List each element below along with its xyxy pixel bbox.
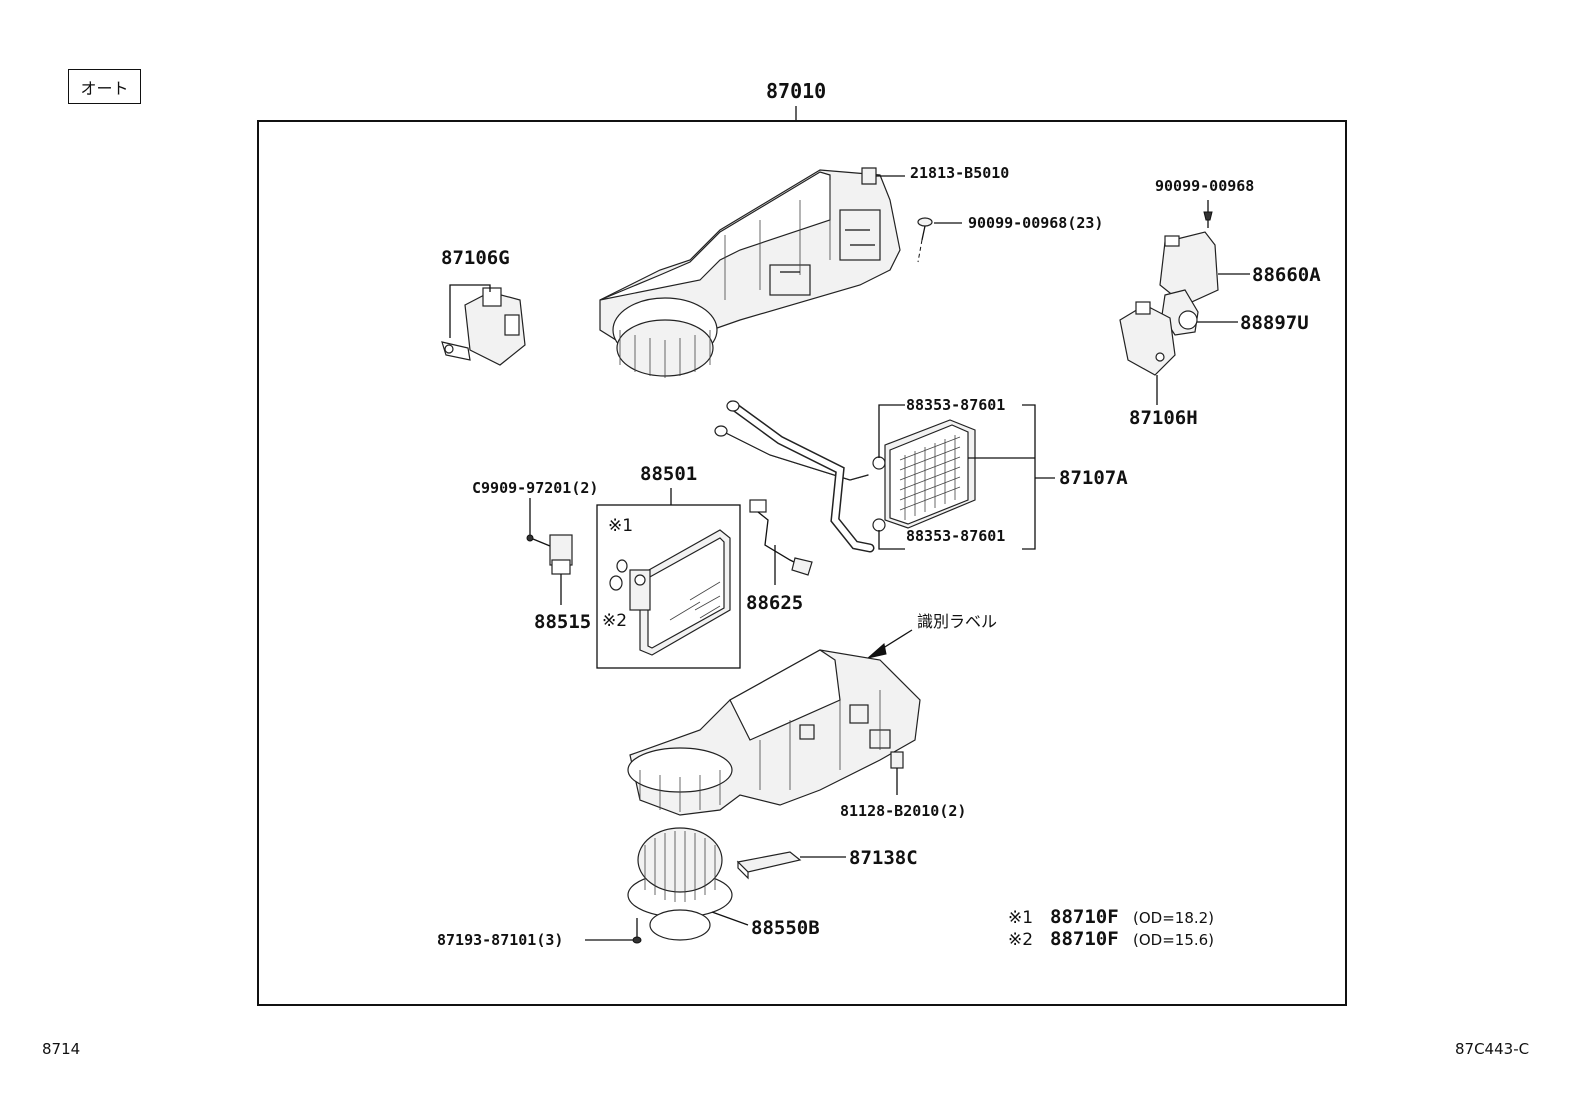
servo-87106h-icon: [1119, 301, 1176, 405]
ref-mark-2: ※2: [602, 611, 627, 631]
label-81128-b2010-2: 81128-B2010(2): [840, 802, 966, 820]
label-88353-87601-top: 88353-87601: [906, 396, 1005, 414]
label-88501: 88501: [640, 463, 697, 485]
label-88897u: 88897U: [1240, 312, 1309, 334]
label-87106h: 87106H: [1129, 407, 1198, 429]
note-2-part: 88710F: [1050, 928, 1119, 950]
id-label-text: 識別ラベル: [917, 612, 997, 631]
upper-case-housing: [599, 169, 901, 378]
label-88550b: 88550B: [751, 917, 820, 939]
clip-21813-icon: [861, 167, 905, 185]
expansion-valve-icon: [549, 534, 573, 605]
servo-87106g-icon: [441, 284, 526, 366]
label-88515: 88515: [534, 611, 591, 633]
servo-88660a-icon: [1159, 231, 1250, 306]
variant-badge-text: オート: [80, 78, 129, 98]
label-87107a: 87107A: [1059, 467, 1128, 489]
label-87193-87101-3: 87193-87101(3): [437, 931, 563, 949]
heater-core-icon: [714, 400, 976, 553]
note-1: ※1 88710F (OD=18.2): [1008, 906, 1214, 928]
note-2: ※2 88710F (OD=15.6): [1008, 928, 1214, 950]
label-90099-00968-top: 90099-00968: [1155, 177, 1254, 195]
evaporator-icon: [629, 529, 731, 656]
screw-90099-top-icon: [1203, 200, 1213, 228]
clip-81128-icon: [890, 751, 904, 795]
label-21813-b5010: 21813-B5010: [910, 164, 1009, 182]
footer-page-ref: 8714: [42, 1040, 80, 1058]
label-90099-00968-23: 90099-00968(23): [968, 214, 1103, 232]
note-1-mark: ※1: [1008, 908, 1033, 928]
label-88660a: 88660A: [1252, 264, 1321, 286]
label-c9909-97201-2: C9909-97201(2): [472, 479, 598, 497]
label-87106g: 87106G: [441, 247, 510, 269]
bolt-c9909-icon: [526, 498, 551, 547]
blower-motor-icon: [627, 827, 749, 941]
assembly-number-label: 87010: [766, 79, 826, 103]
filter-icon: [736, 851, 846, 880]
note-1-part: 88710F: [1050, 906, 1119, 928]
label-88353-87601-bottom: 88353-87601: [906, 527, 1005, 545]
thermistor-icon: [749, 499, 813, 585]
evaporator-group-box: [596, 504, 741, 669]
note-2-mark: ※2: [1008, 930, 1033, 950]
note-1-spec: (OD=18.2): [1133, 909, 1214, 927]
label-88625: 88625: [746, 592, 803, 614]
screw-90099-23-icon: [917, 217, 962, 263]
label-87138c: 87138C: [849, 847, 918, 869]
id-label-arrow-icon: [867, 629, 913, 659]
note-2-spec: (OD=15.6): [1133, 931, 1214, 949]
assembly-frame: [257, 120, 1347, 1006]
footer-figure-code: 87C443-C: [1455, 1040, 1529, 1058]
ref-mark-1: ※1: [608, 516, 633, 536]
oring-1-icon: [616, 559, 628, 573]
screw-87193-icon: [585, 918, 642, 944]
variant-badge: オート: [68, 69, 141, 104]
oring-2-icon: [609, 575, 623, 591]
lower-case-housing: [627, 649, 921, 816]
